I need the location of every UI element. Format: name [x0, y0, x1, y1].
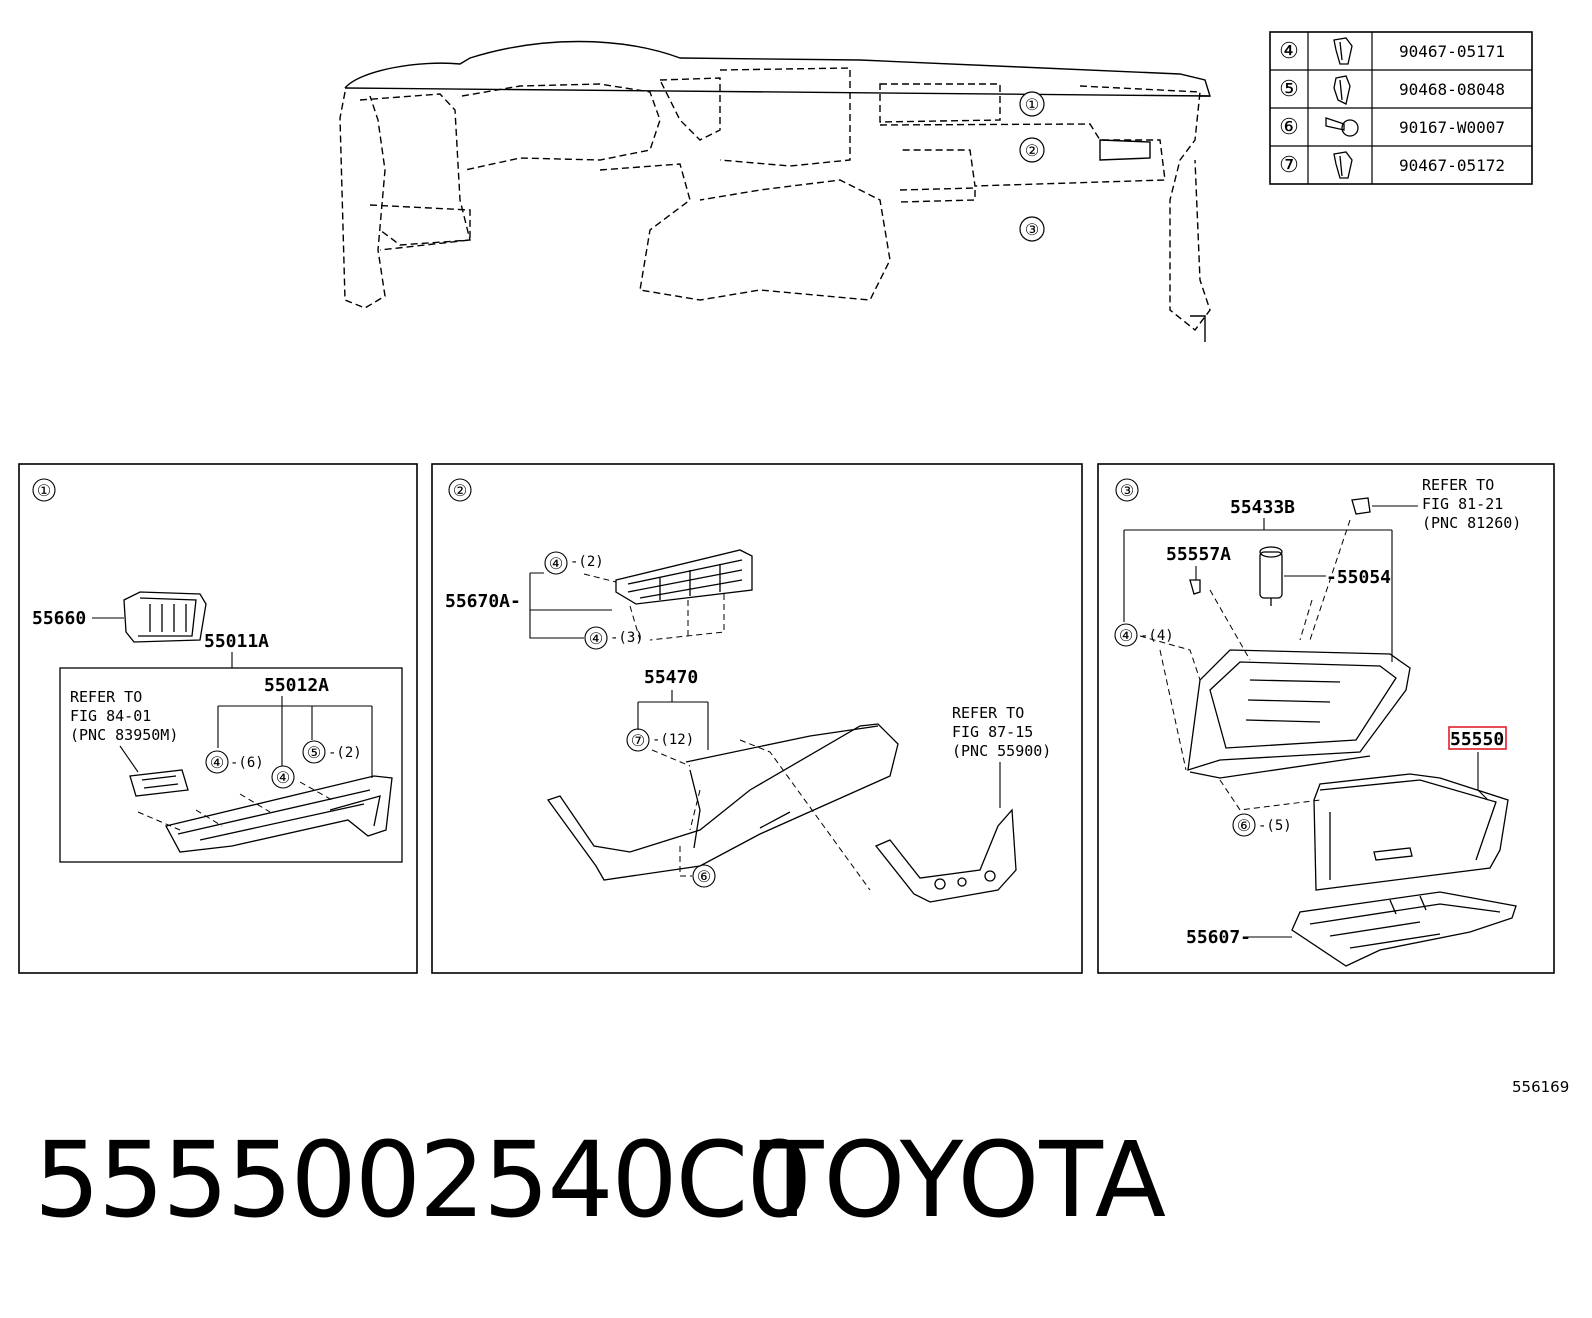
- legend-ref-4: ④: [1279, 39, 1299, 64]
- p3-callout-6-qty: -(5): [1258, 818, 1292, 834]
- callout-2: ②: [1025, 141, 1039, 160]
- legend-ref-6: ⑥: [1279, 115, 1299, 140]
- p3-refer-line1: REFER TO: [1422, 476, 1494, 494]
- label-55607: 55607-: [1186, 927, 1251, 948]
- part-55607-lower-panel: [1291, 891, 1517, 967]
- p1-callout-5-qty: -(2): [328, 745, 362, 761]
- p2-refer-line2: FIG 87-15: [952, 723, 1033, 741]
- p3-callout-4: ④: [1119, 626, 1133, 645]
- label-55011A: 55011A: [204, 631, 269, 652]
- p2-refer-line1: REFER TO: [952, 704, 1024, 722]
- p1-refer-line1: REFER TO: [70, 688, 142, 706]
- label-55550: 55550: [1450, 729, 1504, 750]
- panel-2-frame: [431, 463, 1083, 974]
- legend-part-4: 90467-05171: [1399, 42, 1505, 61]
- p3-refer-line2: FIG 81-21: [1422, 495, 1503, 513]
- part-81260-clip: [1351, 497, 1371, 515]
- part-55054-damper: [1259, 546, 1283, 606]
- p1-callout-4a: ④: [210, 753, 224, 772]
- highlight-55550: [1448, 726, 1507, 750]
- legend-ref-7: ⑦: [1279, 153, 1299, 178]
- part-55660-switch: [123, 591, 207, 643]
- panel-3: ③ 55433B REFER TO FIG 81-21 (PNC 81260) …: [1097, 463, 1555, 974]
- panel-1-frame: [18, 463, 418, 974]
- part-55470-lower-panel: [546, 723, 899, 881]
- legend-part-7: 90467-05172: [1399, 156, 1505, 175]
- callout-1-circle: [1019, 91, 1045, 117]
- callout-2-circle: [1019, 137, 1045, 163]
- p2-callout-6: ⑥: [697, 867, 711, 886]
- label-55670A: 55670A-: [445, 591, 521, 612]
- panel-1: ① 55660 55011A 55012A REFER TO FIG 84-01…: [18, 463, 418, 974]
- p2-callout-7-qty: -(12): [652, 732, 694, 748]
- p3-callout-6: ⑥: [1237, 816, 1251, 835]
- footer-brand: TOYOTA: [760, 1119, 1166, 1241]
- label-55470: 55470: [644, 667, 698, 688]
- label-55433B: 55433B: [1230, 497, 1295, 518]
- part-55550-glove-box: [1313, 773, 1509, 891]
- part-55670A-vent: [615, 549, 753, 605]
- label-55012A: 55012A: [264, 675, 329, 696]
- part-55557A-stopper: [1189, 579, 1201, 595]
- callout-3: ③: [1025, 220, 1039, 239]
- p2-callout-4-bottom-qty: -(3): [610, 630, 644, 646]
- part-55433B-door-frame: [1187, 649, 1411, 779]
- p3-callout-4-qty: -(4): [1140, 628, 1174, 644]
- p2-callout-4-top-qty: -(2): [570, 554, 604, 570]
- panel-3-frame: [1097, 463, 1555, 974]
- p1-refer-line2: FIG 84-01: [70, 707, 151, 725]
- panel-2: ② ④ -(2) 55670A- ④ -(3) 55470 ⑦ -(12) ⑥: [431, 463, 1083, 974]
- callout-1: ①: [1025, 95, 1039, 114]
- part-55900-panel: [874, 808, 1017, 903]
- part-55012A-trim: [165, 775, 393, 853]
- clip-icon: [1333, 151, 1353, 179]
- label-55054: -55054: [1326, 567, 1391, 588]
- figure-number: 556169: [1512, 1078, 1570, 1096]
- instrument-panel-overview: [339, 40, 1211, 342]
- panel-2-badge: ②: [453, 481, 467, 500]
- clip-icon: [1333, 37, 1353, 65]
- panel-1-badge: ①: [37, 481, 51, 500]
- p2-callout-4-top: ④: [549, 554, 563, 573]
- label-55660: 55660: [32, 608, 86, 629]
- legend-part-6: 90167-W0007: [1399, 118, 1505, 137]
- p1-refer-line3: (PNC 83950M): [70, 726, 178, 744]
- p2-callout-4-bottom: ④: [589, 629, 603, 648]
- fastener-legend: ④ ⑤ ⑥ ⑦ 90467-05171 90468-08048 90167-W0…: [1269, 31, 1533, 185]
- footer-part-number: 5555002540C0: [34, 1119, 812, 1241]
- callout-3-circle: [1019, 216, 1045, 242]
- screw-icon: [1325, 117, 1359, 137]
- assembly-55011A-box: [59, 667, 403, 863]
- legend-part-5: 90468-08048: [1399, 80, 1505, 99]
- clip-icon: [1333, 75, 1351, 105]
- p1-callout-5: ⑤: [307, 743, 321, 762]
- overview-callouts: ① ② ③: [1019, 91, 1045, 242]
- legend-ref-5: ⑤: [1279, 77, 1299, 102]
- panel-3-badge: ③: [1120, 481, 1134, 500]
- p2-callout-7: ⑦: [631, 731, 645, 750]
- p1-callout-4b: ④: [276, 768, 290, 787]
- p3-refer-line3: (PNC 81260): [1422, 514, 1521, 532]
- p2-refer-line3: (PNC 55900): [952, 742, 1051, 760]
- part-switch-83950M: [129, 769, 189, 797]
- p1-callout-4a-qty: -(6): [230, 755, 264, 771]
- label-55557A: 55557A: [1166, 544, 1231, 565]
